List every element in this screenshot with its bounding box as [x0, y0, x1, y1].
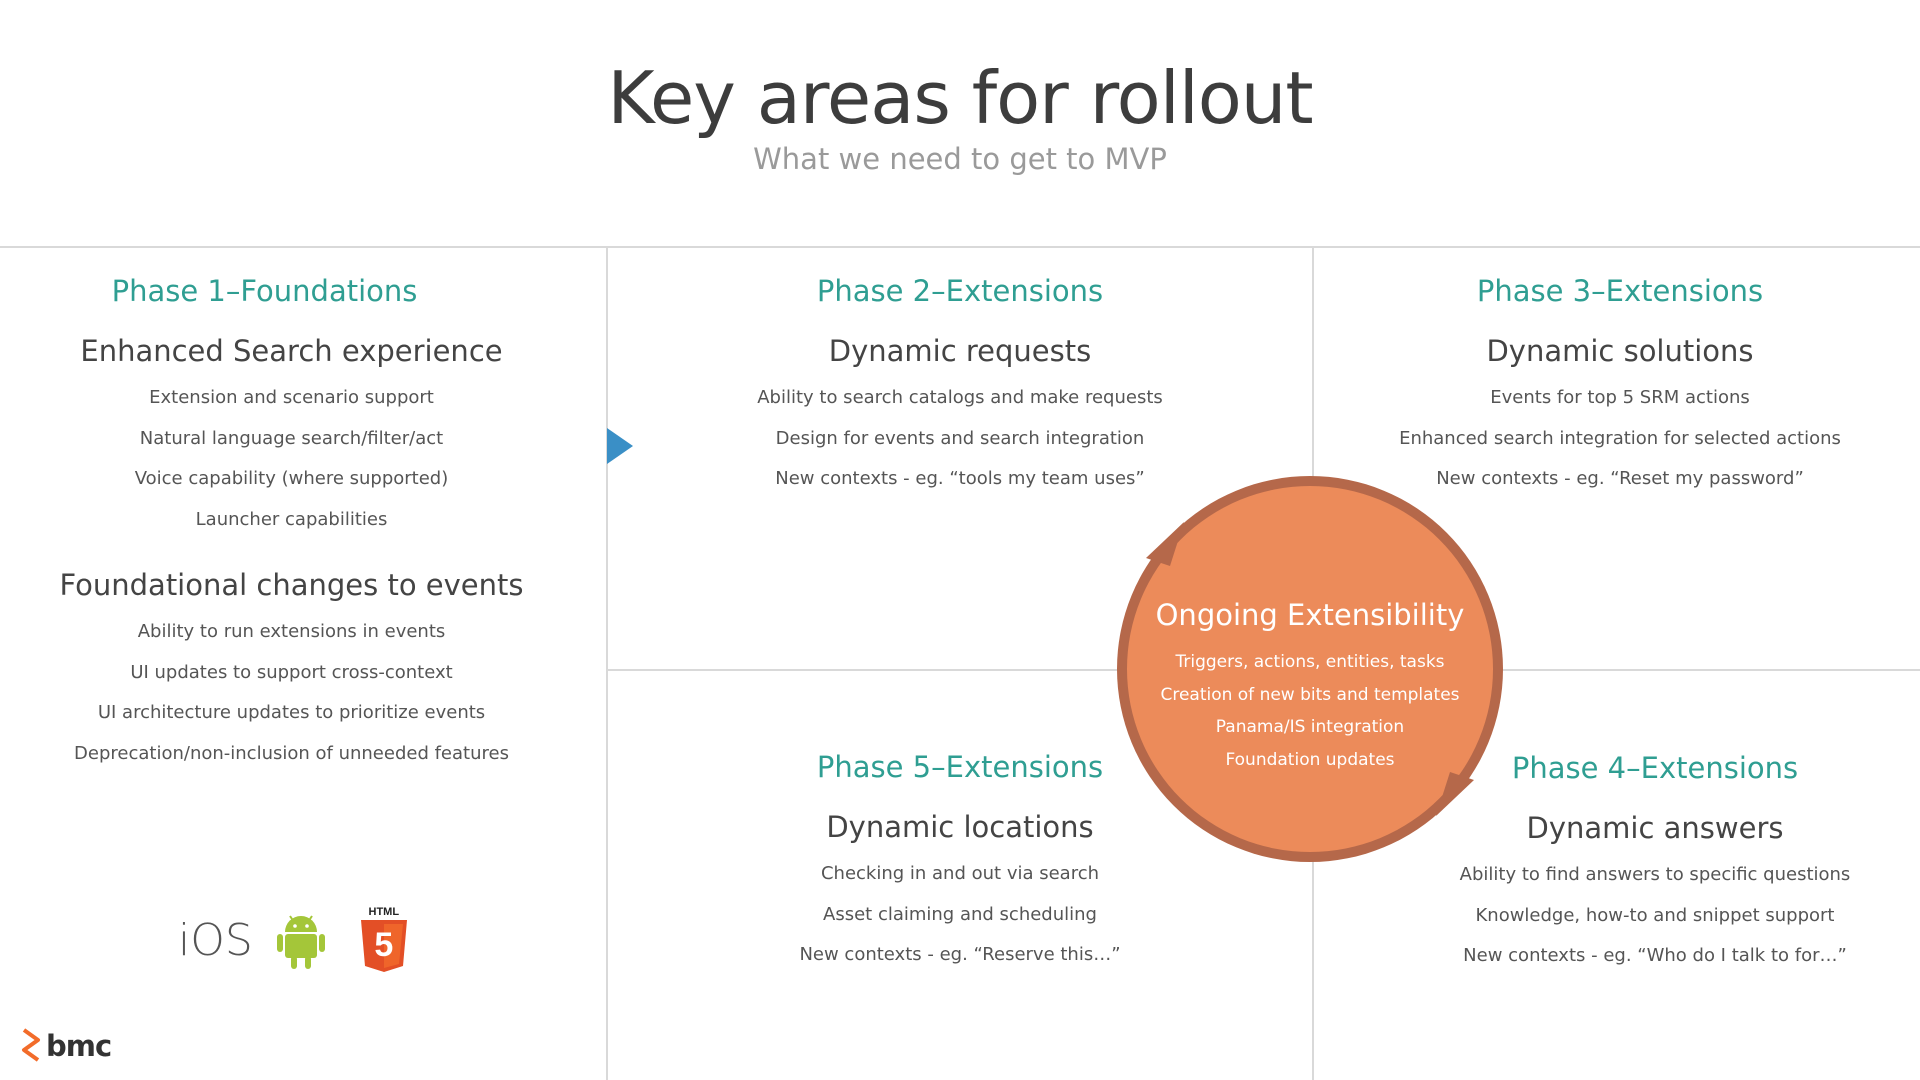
phase-4-panel: Phase 4–Extensions Dynamic answers Abili…: [1400, 751, 1910, 977]
phase-1-title: Phase 1–Foundations: [111, 274, 418, 308]
bmc-logo: bmc: [20, 1028, 112, 1064]
platform-icons: iOS HTML 5: [178, 905, 409, 975]
phase-3-panel: Phase 3–Extensions Dynamic solutions Eve…: [1340, 274, 1900, 500]
phase-1-heading-2: Foundational changes to events: [59, 568, 524, 602]
ios-label: iOS: [178, 914, 253, 966]
phase-4-heading: Dynamic answers: [1526, 811, 1784, 845]
list-item: New contexts - eg. “Reset my password”: [1436, 468, 1804, 489]
bmc-logo-icon: [22, 1028, 40, 1062]
left-column-divider: [606, 246, 608, 1080]
list-item: New contexts - eg. “Who do I talk to for…: [1463, 945, 1847, 966]
list-item: UI updates to support cross-context: [130, 661, 453, 683]
page-title: Key areas for rollout: [607, 56, 1313, 140]
list-item: UI architecture updates to prioritize ev…: [97, 702, 486, 723]
html5-icon: HTML 5: [359, 906, 409, 974]
html5-number: 5: [374, 926, 394, 964]
list-item: Knowledge, how-to and snippet support: [1475, 904, 1835, 926]
list-item: Ability to search catalogs and make requ…: [757, 387, 1163, 408]
phase-2-title: Phase 2–Extensions: [816, 274, 1104, 308]
list-item: Voice capability (where supported): [134, 468, 449, 489]
phase-5-panel: Phase 5–Extensions Dynamic locations Che…: [660, 750, 1260, 976]
list-item: Extension and scenario support: [149, 387, 434, 408]
list-item: Checking in and out via search: [820, 863, 1100, 884]
play-arrow-icon: [607, 428, 633, 464]
html5-badge-label: HTML: [368, 906, 400, 918]
center-panel: Ongoing Extensibility Triggers, actions,…: [1130, 598, 1490, 776]
phase-3-heading: Dynamic solutions: [1486, 334, 1754, 368]
phase-2-heading: Dynamic requests: [828, 334, 1092, 368]
list-item: New contexts - eg. “tools my team uses”: [775, 468, 1145, 489]
phase-1-group-1: Enhanced Search experience Extension and…: [0, 334, 583, 540]
list-item: Foundation updates: [1225, 749, 1395, 770]
android-icon: [276, 915, 325, 969]
list-item: Enhanced search integration for selected…: [1399, 427, 1841, 449]
phase-2-panel: Phase 2–Extensions Dynamic requests Abil…: [660, 274, 1260, 500]
list-item: Creation of new bits and templates: [1160, 684, 1460, 705]
list-item: Design for events and search integration: [775, 427, 1145, 449]
phase-5-title: Phase 5–Extensions: [816, 750, 1104, 784]
bmc-logo-text: bmc: [46, 1029, 112, 1063]
list-item: New contexts - eg. “Reserve this…”: [799, 944, 1121, 965]
center-title: Ongoing Extensibility: [1155, 598, 1465, 632]
cycle-arrow-icon: [1146, 522, 1474, 816]
phase-1-group-2: Foundational changes to events Ability t…: [0, 568, 583, 774]
phase-3-title: Phase 3–Extensions: [1476, 274, 1764, 308]
list-item: Ability to run extensions in events: [137, 621, 446, 642]
list-item: Deprecation/non-inclusion of unneeded fe…: [74, 742, 509, 764]
ongoing-extensibility-circle: [1117, 476, 1503, 862]
phase-5-heading: Dynamic locations: [826, 810, 1094, 844]
list-item: Panama/IS integration: [1215, 717, 1405, 737]
page-subtitle: What we need to get to MVP: [753, 142, 1167, 176]
list-item: Ability to find answers to specific ques…: [1459, 864, 1851, 885]
list-item: Triggers, actions, entities, tasks: [1175, 652, 1445, 672]
list-item: Launcher capabilities: [195, 508, 388, 530]
phase-1-heading-1: Enhanced Search experience: [80, 334, 503, 368]
phase-1-panel: Phase 1–Foundations Enhanced Search expe…: [0, 274, 583, 802]
top-divider: [0, 246, 1920, 248]
list-item: Natural language search/filter/act: [139, 427, 444, 449]
list-item: Events for top 5 SRM actions: [1490, 387, 1750, 408]
phase-4-title: Phase 4–Extensions: [1511, 751, 1799, 785]
list-item: Asset claiming and scheduling: [823, 903, 1097, 925]
